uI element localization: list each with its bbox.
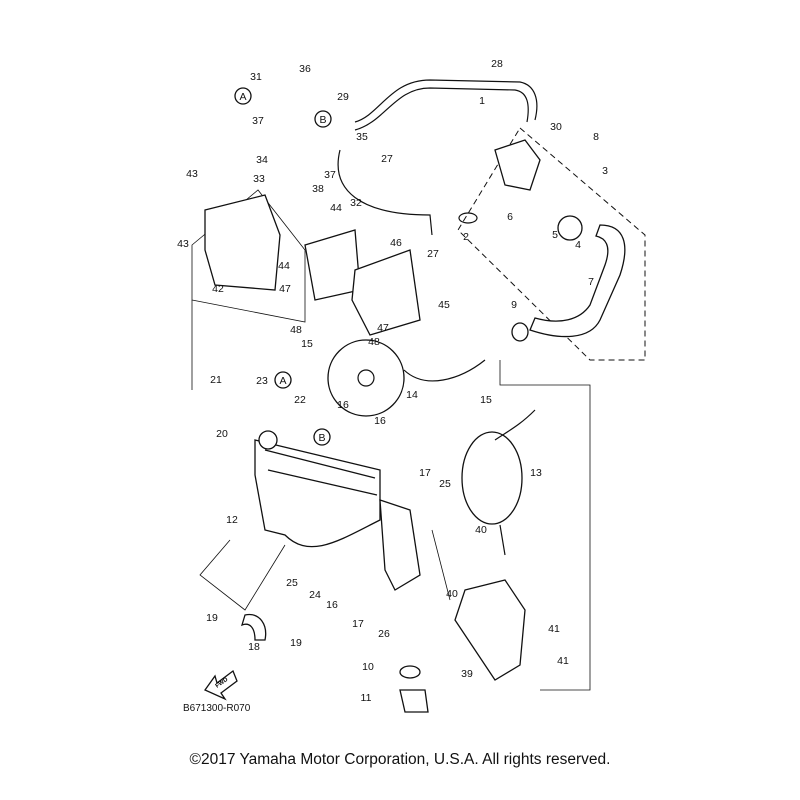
- reference-circle-A: [274, 371, 292, 389]
- radiator-core: [264, 449, 378, 496]
- outline-lines: [191, 300, 591, 691]
- clamp-10: [399, 665, 421, 679]
- callout-5: 5: [552, 229, 558, 241]
- callout-20: 20: [216, 428, 228, 440]
- callout-11: 11: [361, 692, 372, 704]
- callout-17: 17: [419, 467, 431, 479]
- bracket-42: [204, 194, 281, 291]
- callout-12: 12: [226, 514, 238, 526]
- callout-16: 16: [326, 599, 338, 611]
- callout-25: 25: [439, 478, 451, 490]
- hose-11: [399, 689, 429, 713]
- callout-26: 26: [378, 628, 390, 640]
- thermostat: [557, 215, 583, 241]
- callout-37: 37: [252, 115, 264, 127]
- radiator-cap: [258, 430, 278, 450]
- callout-27: 27: [381, 153, 393, 165]
- callout-14: 14: [406, 389, 418, 401]
- callout-2: 2: [463, 231, 469, 243]
- reference-circle-A: [234, 87, 252, 105]
- callout-6: 6: [507, 211, 513, 223]
- callout-18: 18: [248, 641, 260, 653]
- o-ring-2: [458, 212, 478, 224]
- callout-16: 16: [374, 415, 386, 427]
- callout-17: 17: [352, 618, 364, 630]
- callout-48: 48: [290, 324, 302, 336]
- callout-43: 43: [186, 168, 198, 180]
- callout-33: 33: [253, 173, 265, 185]
- callout-47: 47: [377, 322, 389, 334]
- reservoir-tank: [304, 229, 361, 301]
- fan-14-wire: [403, 359, 486, 382]
- callout-38: 38: [312, 183, 324, 195]
- callout-1: 1: [479, 95, 485, 107]
- reservoir-45: [351, 249, 421, 336]
- breather-hose: [337, 149, 433, 236]
- fwd-arrow-icon: FWD: [204, 669, 238, 701]
- radiator-guard-39: [454, 579, 526, 681]
- fan-14: [327, 339, 405, 417]
- diagram-code: B671300-R070: [183, 703, 251, 714]
- callout-46: 46: [390, 237, 402, 249]
- callout-A: A: [279, 375, 286, 387]
- fan-13-wire: [494, 409, 536, 556]
- callout-41: 41: [548, 623, 560, 635]
- fan-14-hub: [357, 369, 375, 387]
- callout-30: 30: [550, 121, 562, 133]
- clamp-9: [511, 322, 529, 342]
- callout-32: 32: [350, 197, 362, 209]
- callout-A: A: [239, 91, 246, 103]
- callout-3: 3: [602, 165, 608, 177]
- callout-31: 31: [250, 71, 262, 83]
- callout-10: 10: [362, 661, 374, 673]
- callout-45: 45: [438, 299, 450, 311]
- callout-47: 47: [279, 283, 291, 295]
- hose-28: [354, 79, 538, 131]
- callout-19: 19: [206, 612, 218, 624]
- callout-15: 15: [480, 394, 492, 406]
- fan-13: [461, 431, 523, 525]
- callout-27: 27: [427, 248, 439, 260]
- hose-pipe-7: [529, 224, 626, 338]
- callout-40: 40: [475, 524, 487, 536]
- callout-28: 28: [491, 58, 503, 70]
- callout-B: B: [319, 114, 326, 126]
- callout-13: 13: [530, 467, 542, 479]
- copyright-notice: ©2017 Yamaha Motor Corporation, U.S.A. A…: [189, 751, 611, 768]
- callout-19: 19: [290, 637, 302, 649]
- hose-18: [241, 613, 267, 641]
- callout-21: 21: [210, 374, 222, 386]
- thermostat-housing: [494, 139, 541, 191]
- callout-44: 44: [278, 260, 290, 272]
- callout-4: 4: [575, 239, 581, 251]
- lower-radiator: [379, 499, 421, 591]
- callout-39: 39: [461, 668, 473, 680]
- bracket-box: [191, 189, 306, 323]
- callout-24: 24: [309, 589, 321, 601]
- callout-7: 7: [588, 276, 594, 288]
- reference-circle-B: [314, 110, 332, 128]
- callout-B: B: [318, 432, 325, 444]
- callout-25: 25: [286, 577, 298, 589]
- callout-22: 22: [294, 394, 306, 406]
- callout-16: 16: [337, 399, 349, 411]
- callout-34: 34: [256, 154, 268, 166]
- callout-15: 15: [301, 338, 313, 350]
- callout-29: 29: [337, 91, 349, 103]
- callout-48: 48: [368, 336, 380, 348]
- callout-36: 36: [299, 63, 311, 75]
- callout-44: 44: [330, 202, 342, 214]
- callout-43: 43: [177, 238, 189, 250]
- callout-9: 9: [511, 299, 517, 311]
- callout-40: 40: [446, 588, 458, 600]
- radiator-12: [254, 439, 381, 548]
- callout-35: 35: [356, 131, 368, 143]
- callout-41: 41: [557, 655, 569, 667]
- callout-42: 42: [212, 283, 224, 295]
- callout-23: 23: [256, 375, 268, 387]
- reference-circle-B: [313, 428, 331, 446]
- callout-37: 37: [324, 169, 336, 181]
- callout-8: 8: [593, 131, 599, 143]
